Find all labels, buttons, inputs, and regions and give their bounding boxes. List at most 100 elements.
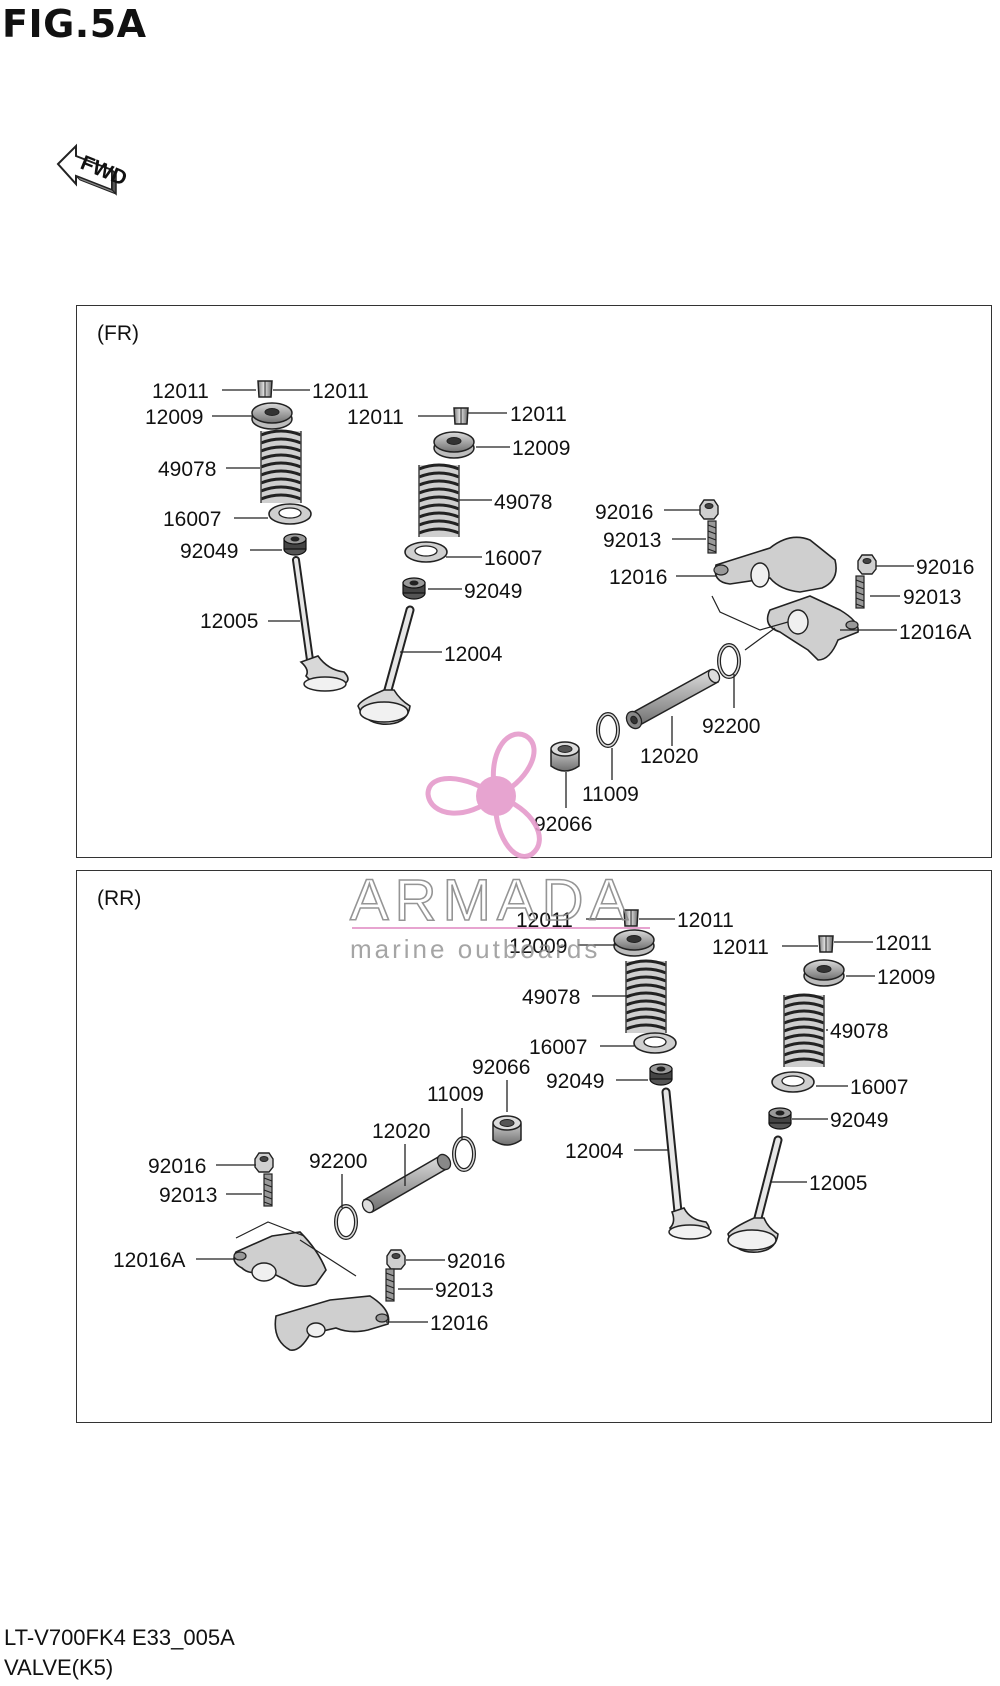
part-number-12005: 12005: [200, 610, 258, 633]
part-number-92016: 92016: [148, 1155, 206, 1178]
catalog-subtitle: VALVE(K5): [4, 1655, 114, 1680]
part-number-12009: 12009: [877, 966, 935, 989]
part-number-49078: 49078: [494, 491, 552, 514]
front-part-labels: 12011 12011 12009 49078 16007 92049 12005 12011…: [145, 380, 974, 836]
part-number-92200: 92200: [309, 1150, 367, 1173]
part-number-12004: 12004: [444, 643, 503, 666]
part-number-49078: 49078: [522, 986, 580, 1009]
part-number-12016a: 12016A: [113, 1249, 185, 1272]
o-ring-icon: [717, 643, 741, 679]
rear-section-label: (RR): [97, 887, 142, 910]
part-number-49078: 49078: [830, 1020, 888, 1043]
propeller-logo-icon: [425, 731, 542, 859]
valve-keeper-icon: [453, 407, 469, 425]
rear-section-frame: (RR): [76, 870, 992, 1423]
part-number-92049: 92049: [180, 540, 238, 563]
part-number-12011: 12011: [516, 909, 573, 932]
adjust-screw-icon: [385, 1268, 395, 1302]
rocker-arm-a-icon: [766, 595, 859, 661]
part-number-12020: 12020: [372, 1120, 430, 1143]
part-number-12004: 12004: [565, 1140, 624, 1163]
o-ring-icon: [452, 1136, 476, 1172]
o-ring-icon: [596, 712, 620, 748]
part-number-11009: 11009: [427, 1083, 484, 1106]
spring-retainer-icon: [613, 929, 655, 957]
part-number-92016: 92016: [595, 501, 653, 524]
rocker-arm-icon: [274, 1295, 390, 1351]
spring-retainer-icon: [803, 959, 845, 987]
exhaust-valve-icon: [727, 1135, 783, 1253]
part-number-12011: 12011: [677, 909, 734, 932]
fwd-arrow-icon: FWD: [56, 143, 130, 196]
figure-title: FIG.5A: [2, 2, 147, 46]
part-number-12005: 12005: [809, 1172, 867, 1195]
adjust-screw-icon: [707, 520, 717, 554]
part-number-92049: 92049: [830, 1109, 888, 1132]
part-number-12011: 12011: [712, 936, 769, 959]
part-number-92013: 92013: [159, 1184, 217, 1207]
spring-seat-icon: [268, 503, 312, 525]
valve-stem-seal-icon: [402, 577, 426, 600]
adjust-nut-icon: [699, 499, 719, 520]
rocker-arm-icon: [713, 536, 837, 593]
plug-icon: [492, 1115, 522, 1146]
adjust-screw-icon: [263, 1173, 273, 1207]
rocker-arm-a-icon: [233, 1231, 327, 1288]
part-number-92013: 92013: [435, 1279, 493, 1302]
part-number-92066: 92066: [472, 1056, 530, 1079]
part-number-12016: 12016: [609, 566, 667, 589]
spring-seat-icon: [404, 541, 448, 563]
plug-icon: [550, 741, 580, 772]
rear-part-labels: 12011 12011 12009 49078 16007 92049 12004 12011…: [113, 909, 935, 1335]
exhaust-valve-icon: [292, 556, 349, 692]
part-number-12016: 12016: [430, 1312, 488, 1335]
adjust-nut-icon: [386, 1249, 406, 1270]
part-number-16007: 16007: [850, 1076, 908, 1099]
part-number-11009: 11009: [582, 783, 639, 806]
valve-keeper-icon: [257, 380, 273, 398]
catalog-code: LT-V700FK4 E33_005A: [4, 1625, 235, 1650]
valve-stem-seal-icon: [283, 533, 307, 556]
spring-seat-icon: [633, 1032, 677, 1054]
part-number-49078: 49078: [158, 458, 216, 481]
rocker-shaft-icon: [625, 668, 721, 730]
part-number-16007: 16007: [163, 508, 221, 531]
part-number-92066: 92066: [534, 813, 592, 836]
part-number-12011: 12011: [152, 380, 209, 403]
rear-parts-illustration: [196, 909, 875, 1351]
front-section-frame: (FR): [76, 305, 992, 858]
part-number-12016a: 12016A: [899, 621, 971, 644]
intake-valve-icon: [357, 605, 415, 725]
part-number-16007: 16007: [484, 547, 542, 570]
part-number-12009: 12009: [509, 935, 567, 958]
front-parts-illustration: [212, 380, 914, 808]
part-number-12009: 12009: [145, 406, 203, 429]
valve-spring-icon: [259, 429, 303, 505]
part-number-12011: 12011: [312, 380, 369, 403]
valve-stem-seal-icon: [768, 1107, 792, 1130]
part-number-16007: 16007: [529, 1036, 587, 1059]
part-number-12009: 12009: [512, 437, 570, 460]
part-number-92049: 92049: [546, 1070, 604, 1093]
part-number-92013: 92013: [903, 586, 961, 609]
valve-stem-seal-icon: [649, 1063, 673, 1086]
part-number-92200: 92200: [702, 715, 760, 738]
part-number-12011: 12011: [875, 932, 932, 955]
part-number-92016: 92016: [916, 556, 974, 579]
adjust-screw-icon: [855, 575, 865, 609]
valve-spring-icon: [417, 463, 461, 539]
part-number-12011: 12011: [510, 403, 567, 426]
adjust-nut-icon: [254, 1152, 274, 1173]
part-number-12011: 12011: [347, 406, 404, 429]
part-number-92016: 92016: [447, 1250, 505, 1273]
watermark-brand: ARMADA: [350, 868, 634, 933]
valve-keeper-icon: [818, 935, 834, 953]
part-number-92049: 92049: [464, 580, 522, 603]
spring-seat-icon: [771, 1071, 815, 1093]
valve-spring-icon: [782, 993, 826, 1069]
adjust-nut-icon: [857, 554, 877, 575]
spring-retainer-icon: [433, 431, 475, 459]
rocker-shaft-icon: [361, 1153, 452, 1214]
front-section-label: (FR): [97, 322, 139, 345]
